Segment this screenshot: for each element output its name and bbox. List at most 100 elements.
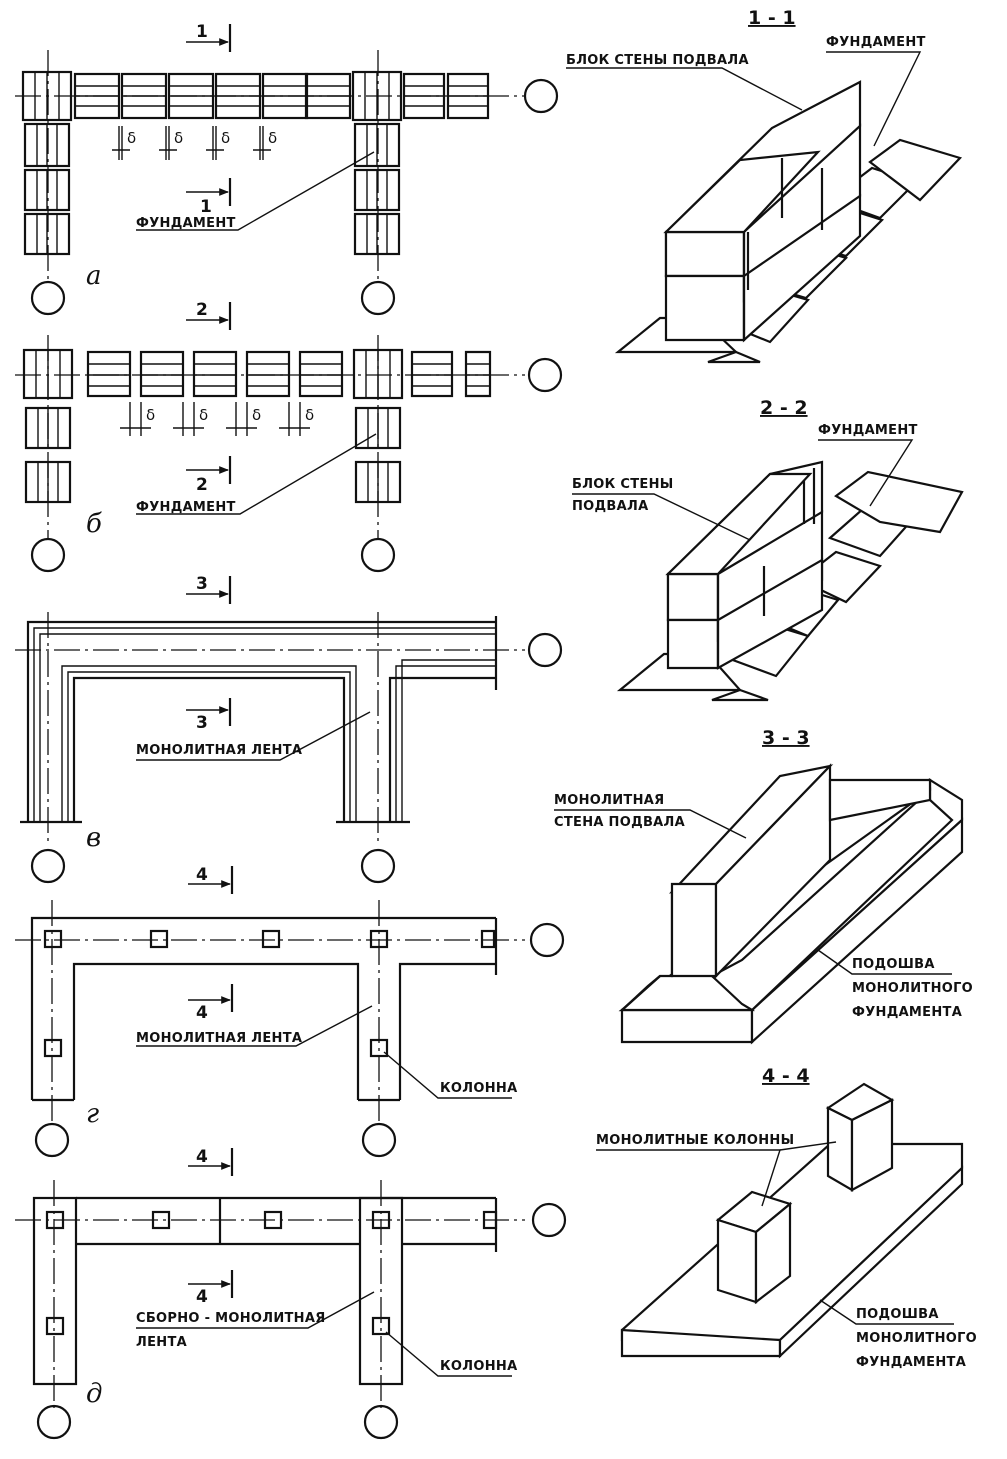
axis-bubble (30, 848, 66, 884)
variant-label: д (86, 1379, 102, 1409)
column (369, 929, 389, 949)
section-3-3: 3 - 3 МОНОЛИТНАЯ СТЕНА ПОДВАЛА ПОДОШВА М… (554, 727, 973, 1045)
corner-block (21, 70, 73, 122)
precast-strip-label: СБОРНО - МОНОЛИТНАЯ (136, 1311, 326, 1326)
base-label: ПОДОШВА (856, 1307, 939, 1322)
variant-label: а (86, 261, 102, 291)
plan-v: 3 3 МОНОЛИТНАЯ ЛЕНТА в (15, 574, 563, 884)
axis-bubble (531, 1202, 567, 1238)
axis-bubble (36, 1404, 72, 1440)
columns (43, 929, 496, 1058)
column (149, 929, 169, 949)
monolithic-strip (30, 916, 498, 1102)
columns-label: МОНОЛИТНЫЕ КОЛОННЫ (596, 1133, 794, 1148)
wall-blocks (663, 80, 862, 343)
column (371, 1210, 391, 1230)
column (261, 929, 281, 949)
wall-block-label: БЛОК СТЕНЫ (572, 477, 674, 492)
monolithic-wall (668, 763, 932, 979)
axis-bubble (363, 1404, 399, 1440)
axis-bubble (527, 632, 563, 668)
base-label: ПОДОШВА (852, 957, 935, 972)
axis-bubble (361, 1122, 397, 1158)
axis-bubble (30, 537, 66, 573)
section-1-1: 1 - 1 БЛОК СТЕНЫ ПОДВАЛА ФУНДАМЕН (566, 7, 963, 364)
section-title: 3 - 3 (762, 727, 810, 749)
base-label-3: ФУНДАМЕНТА (852, 1005, 962, 1020)
base-label-3: ФУНДАМЕНТА (856, 1355, 966, 1370)
gap-label: δ (127, 129, 136, 147)
corner-block (351, 70, 403, 122)
corner-block (22, 348, 74, 400)
corner-block (352, 348, 404, 400)
precast-monolithic-strip (32, 1196, 498, 1386)
gap-label: δ (146, 406, 155, 424)
column (151, 1210, 171, 1230)
monolithic-slab (620, 1142, 964, 1359)
gap-label: δ (305, 406, 314, 424)
column (45, 1316, 65, 1336)
section-title: 2 - 2 (760, 397, 808, 419)
column (45, 1210, 65, 1230)
gap-label: δ (268, 129, 277, 147)
column (369, 1038, 389, 1058)
monolithic-strip-label: МОНОЛИТНАЯ ЛЕНТА (136, 743, 302, 758)
axis-bubble (360, 537, 396, 573)
section-4-4: 4 - 4 МОНОЛИТНЫЕ КОЛОННЫ ПОДОШВА МОНОЛИТ… (596, 1065, 977, 1370)
axis-bubble (360, 848, 396, 884)
monolithic-columns (715, 1082, 895, 1305)
section-mark: 3 (196, 574, 208, 594)
column-label: КОЛОННА (440, 1359, 517, 1374)
column-label: КОЛОННА (440, 1081, 517, 1096)
gap-dimensions: δ δ δ δ (112, 126, 277, 160)
section-mark: 4 (196, 1147, 208, 1167)
section-mark: 4 (196, 1287, 208, 1307)
variant-label: г (86, 1099, 99, 1129)
wall-block-label: БЛОК СТЕНЫ ПОДВАЛА (566, 53, 749, 68)
monolithic-strip-label: МОНОЛИТНАЯ ЛЕНТА (136, 1031, 302, 1046)
foundation-label: ФУНДАМЕНТ (818, 423, 918, 438)
axis-bubble (523, 78, 559, 114)
column (480, 929, 496, 949)
plan-d: 4 4 СБОРНО - МОНОЛИТНАЯ ЛЕНТА КОЛОННА д (15, 1147, 567, 1440)
section-mark: 3 (196, 713, 208, 733)
section-mark: 1 (200, 197, 212, 217)
plan-a: δ δ δ δ 1 1 ФУНДАМЕНТ а (15, 22, 559, 316)
section-mark: 4 (196, 865, 208, 885)
section-mark: 2 (196, 475, 208, 495)
wall-label: МОНОЛИТНАЯ (554, 793, 664, 808)
foundation-blocks-row (73, 72, 490, 120)
column (43, 929, 63, 949)
foundation-blocks-row (86, 350, 492, 398)
axis-bubble (30, 280, 66, 316)
foundation-label: ФУНДАМЕНТ (136, 216, 236, 231)
plan-g: 4 4 МОНОЛИТНАЯ ЛЕНТА КОЛОННА г (15, 865, 565, 1158)
column (43, 1038, 63, 1058)
foundation-label: ФУНДАМЕНТ (136, 500, 236, 515)
section-title: 1 - 1 (748, 7, 796, 29)
base-label-2: МОНОЛИТНОГО (852, 981, 973, 996)
plan-b: δ δ δ δ 2 2 ФУНДАМЕНТ б (15, 300, 563, 573)
precast-strip-label-2: ЛЕНТА (136, 1335, 187, 1350)
gap-label: δ (252, 406, 261, 424)
gap-label: δ (221, 129, 230, 147)
wall-block-label-2: ПОДВАЛА (572, 499, 648, 514)
gap-label: δ (174, 129, 183, 147)
column (263, 1210, 283, 1230)
gap-dimensions: δ δ δ δ (120, 402, 314, 436)
variant-label: б (86, 509, 102, 539)
foundation-blocks-column (24, 406, 402, 504)
wall-label-2: СТЕНА ПОДВАЛА (554, 815, 685, 830)
section-mark: 2 (196, 300, 208, 320)
column (482, 1210, 498, 1230)
variant-label: в (86, 823, 101, 853)
axis-bubble (529, 922, 565, 958)
wall-blocks (665, 460, 824, 670)
columns (45, 1210, 498, 1336)
foundation-label: ФУНДАМЕНТ (826, 35, 926, 50)
section-title: 4 - 4 (762, 1065, 810, 1087)
section-2-2: 2 - 2 БЛОК СТЕНЫ ПОДВАЛА ФУНДАМЕНТ (572, 397, 964, 702)
column (371, 1316, 391, 1336)
section-mark: 4 (196, 1003, 208, 1023)
